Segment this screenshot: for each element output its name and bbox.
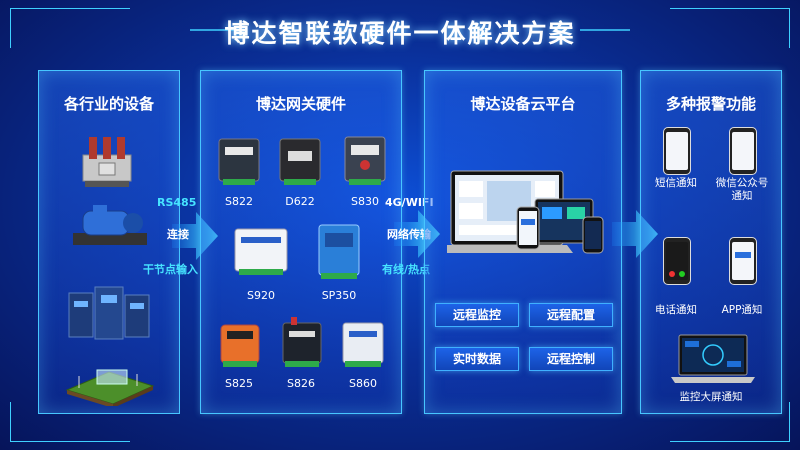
wechat-alarm-text: 微信公众号 通知 <box>715 177 769 202</box>
gateway-device-icon <box>279 138 321 185</box>
wired-label: 有线/热点 <box>382 263 431 276</box>
screen-alarm-label: 监控大屏通知 <box>679 391 743 403</box>
gateway-device-icon <box>318 224 360 279</box>
device-label: S830 <box>351 195 379 208</box>
industry-panel: 各行业的设备 <box>38 70 180 414</box>
device-label: D622 <box>285 195 315 208</box>
device-label: SP350 <box>321 289 357 302</box>
sms-phone-icon <box>663 127 691 175</box>
rs485-label: RS485 <box>157 196 197 209</box>
dry-contact-label: 干节点输入 <box>143 263 198 276</box>
arrow-icon <box>394 210 440 258</box>
alarm-panel: 多种报警功能 短信通知 微信公众号 通知 电话通知 APP通知 监控大屏通知 <box>640 70 782 414</box>
arrow-icon <box>612 210 658 258</box>
gateway-panel-title: 博达网关硬件 <box>255 95 346 113</box>
cloud-panel: 博达设备云平台 远程监控 远程配置 实时数据 远程控制 <box>424 70 622 414</box>
industry-panel-title: 各行业的设备 <box>63 95 154 113</box>
gateway-device-icon <box>234 228 288 275</box>
realtime-data-badge: 实时数据 <box>435 347 519 371</box>
remote-control-badge: 远程控制 <box>529 347 613 371</box>
device-label: S860 <box>349 377 377 390</box>
arrow-icon <box>172 212 218 260</box>
sms-alarm-label: 短信通知 <box>655 177 697 189</box>
gateway-device-icon <box>218 138 260 185</box>
inverter-icon <box>68 286 150 340</box>
cloud-panel-title: 博达设备云平台 <box>470 95 576 113</box>
app-alarm-label: APP通知 <box>721 304 763 316</box>
remote-monitor-badge: 远程监控 <box>435 303 519 327</box>
gateway-device-icon <box>344 136 386 185</box>
gateway-device-icon <box>282 317 322 367</box>
motor-icon <box>73 205 147 245</box>
wechat-phone-icon <box>729 127 757 175</box>
wechat-alarm-label: 微信公众号 通知 <box>707 177 777 203</box>
device-label: S825 <box>225 377 253 390</box>
wifi-label: 4G/WIFI <box>385 196 434 209</box>
connect-label: 连接 <box>167 228 189 241</box>
device-label: S822 <box>225 195 253 208</box>
device-label: S920 <box>247 289 275 302</box>
page-title: 博达智联软硬件一体解决方案 <box>224 19 576 48</box>
network-label: 网络传输 <box>387 228 431 241</box>
gateway-device-icon <box>342 322 384 367</box>
call-phone-icon <box>663 237 691 285</box>
device-label: S826 <box>287 377 315 390</box>
laptop-dashboard-icon <box>671 334 755 383</box>
cloud-platform-devices-icon <box>447 170 604 254</box>
app-phone-icon <box>729 237 757 285</box>
switchgear-icon <box>82 137 132 187</box>
farmland-icon <box>65 369 155 406</box>
gateway-device-icon <box>220 324 260 367</box>
gateway-panel: 博达网关硬件 S822 D622 S830 S920 SP350 S825 S8… <box>200 70 402 414</box>
alarm-panel-title: 多种报警功能 <box>665 95 756 113</box>
remote-config-badge: 远程配置 <box>529 303 613 327</box>
call-alarm-label: 电话通知 <box>655 304 697 316</box>
